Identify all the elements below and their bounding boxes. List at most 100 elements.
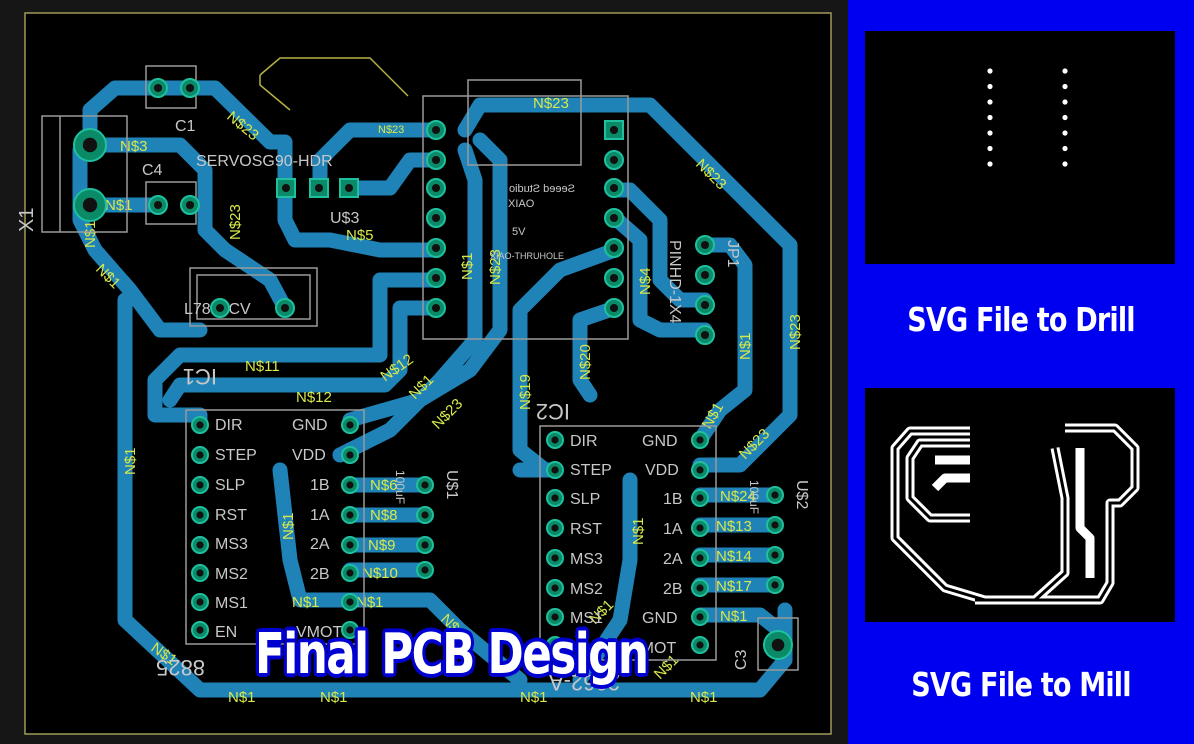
label-jp1: JP1 — [724, 240, 741, 268]
pad-hole — [346, 511, 354, 519]
label-cap100-2: 100uF — [747, 480, 761, 514]
drill-hole — [1062, 161, 1068, 167]
pad-hole — [609, 125, 619, 135]
drill-hole — [987, 114, 993, 121]
silkscreen — [41, 57, 799, 671]
pad-hole — [196, 626, 204, 634]
drill-hole — [1062, 145, 1068, 152]
drill-preview — [865, 31, 1175, 264]
pad-hole — [771, 581, 779, 589]
ic2-pin-label: VDD — [645, 462, 679, 479]
pad-hole — [346, 421, 354, 429]
right-panel: SVG File to Drill SVG File to Mill — [848, 0, 1194, 744]
pad-hole — [609, 273, 619, 283]
net-label: N$1 — [520, 689, 548, 706]
label-ic2: IC2 — [536, 399, 570, 424]
pcb-board: N$23 N$3 N$1 N$1 N$1 N$23 N$5 N$23 N$23 … — [16, 12, 832, 735]
net-label: N$1 — [82, 220, 99, 248]
pad-hole — [696, 494, 704, 502]
label-drv1: 8825 — [156, 655, 205, 680]
label-xiao-footprint: XIAO-THRUHOLE — [490, 251, 564, 261]
pad-hole — [431, 273, 441, 283]
ic2-pin-label: 1A — [663, 521, 683, 538]
net-label: N$12 — [296, 389, 332, 406]
net-label: N$8 — [370, 507, 398, 524]
pad-hole — [609, 303, 619, 313]
ic1-pin-label: 1B — [310, 477, 330, 494]
net-label: N$1 — [320, 689, 348, 706]
net-label: N$6 — [370, 477, 398, 494]
pad-hole — [421, 541, 429, 549]
pad-hole — [431, 155, 441, 165]
label-pinhd: PINHD-1X4 — [666, 240, 683, 324]
pad-hole — [771, 521, 779, 529]
ic1-pin-label: RST — [215, 507, 247, 524]
pad-hole — [421, 566, 429, 574]
pad-hole — [346, 541, 354, 549]
pad-hole — [431, 183, 441, 193]
pad-hole — [344, 183, 354, 193]
net-label: N$5 — [346, 227, 374, 244]
pad-hole — [153, 83, 163, 93]
label-u1: U$1 — [443, 470, 460, 499]
pad-hole — [346, 451, 354, 459]
pad-hole — [551, 436, 559, 444]
ic1-pin-label: MS1 — [215, 595, 248, 612]
net-label: N$9 — [368, 537, 396, 554]
net-label: N$1 — [105, 197, 133, 214]
pad-hole — [421, 511, 429, 519]
ic2-pin-label: 2B — [663, 581, 683, 598]
ic2-pin-label: GND — [642, 433, 678, 450]
drill-hole — [987, 130, 993, 136]
drill-hole — [1062, 83, 1068, 90]
ic2-pin-label: VMOT — [630, 640, 676, 657]
net-label: N$23 — [227, 204, 244, 240]
net-label: N$1 — [690, 689, 718, 706]
label-servo: SERVOSG90-HDR — [196, 153, 333, 170]
pad-hole — [185, 200, 195, 210]
pad-hole — [196, 541, 204, 549]
pad-hole — [700, 330, 710, 340]
pad-hole — [431, 303, 441, 313]
net-label: N$1 — [280, 512, 297, 540]
ic1-pin-label: 2B — [310, 566, 330, 583]
pad-hole — [609, 213, 619, 223]
pad-hole — [696, 554, 704, 562]
ic2-pin-label: GND — [642, 610, 678, 627]
mill-traces-image — [890, 423, 1140, 605]
net-label: N$1 — [720, 608, 748, 625]
label-c4: C4 — [142, 162, 163, 179]
pad-hole — [696, 466, 704, 474]
ic1-pin-label: STEP — [215, 447, 257, 464]
label-xiao-vcc: 5V — [512, 226, 526, 238]
pad-hole — [696, 641, 704, 649]
pad-hole — [609, 155, 619, 165]
net-label: N$23 — [533, 95, 569, 112]
drill-holes-image — [987, 68, 1068, 167]
ic1-pin-label: MS3 — [215, 536, 248, 553]
label-u3: U$3 — [330, 210, 359, 227]
ic1-pin-label: VMOT — [296, 624, 342, 641]
ic2-pin-label: MS2 — [570, 581, 603, 598]
net-label: N$13 — [716, 518, 752, 535]
label-ic1: IC1 — [183, 364, 217, 389]
pad-hole — [431, 125, 441, 135]
mill-caption: SVG File to Mill — [911, 665, 1131, 704]
ic2-pin-label: SLP — [570, 491, 600, 508]
pad-hole — [196, 451, 204, 459]
pad-hole — [185, 83, 195, 93]
net-label: N$1 — [292, 594, 320, 611]
pad-hole — [700, 270, 710, 280]
ic2-pin-label: MS1 — [570, 610, 603, 627]
label-c3: C3 — [733, 649, 750, 670]
net-label: N$23 — [487, 249, 504, 285]
drill-hole — [1062, 130, 1068, 136]
ic1-pin-label: VDD — [292, 447, 326, 464]
ic2-pin-label: STEP — [570, 462, 612, 479]
drill-hole — [987, 145, 993, 152]
pad-hole — [82, 197, 98, 213]
drill-hole — [987, 83, 993, 90]
pad-hole — [421, 481, 429, 489]
pad-hole — [700, 300, 710, 310]
pad-hole — [609, 243, 619, 253]
